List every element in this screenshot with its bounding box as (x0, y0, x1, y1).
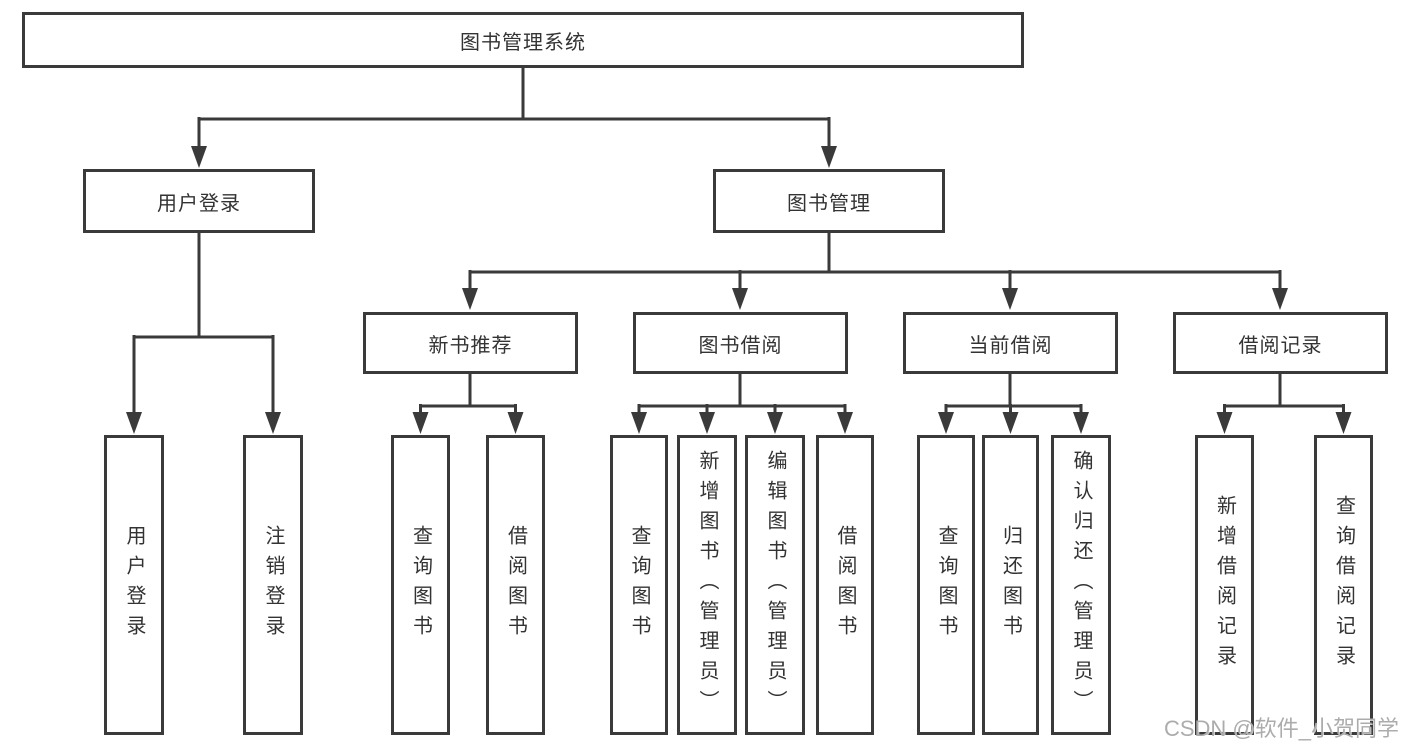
connector-root-to-level2 (197, 68, 831, 149)
connector-borrowing-to-leaves (637, 374, 847, 414)
leaf-current-query-books: 查询图书 (917, 435, 975, 735)
node-borrowing-records: 借阅记录 (1173, 312, 1388, 374)
arrow-down-icon (699, 412, 715, 434)
connector-current-to-leaves (944, 374, 1083, 414)
leaf-current-confirm-return-admin: 确认归还（管理员） (1051, 435, 1111, 735)
leaf-borrowing-borrow-books: 借阅图书 (816, 435, 874, 735)
connector-recommend-to-leaves (419, 374, 517, 414)
leaf-current-query-books-label: 查询图书 (935, 525, 957, 645)
arrow-down-icon (1073, 412, 1089, 434)
leaf-records-query-record-label: 查询借阅记录 (1332, 495, 1355, 675)
node-borrowing-records-label: 借阅记录 (1238, 334, 1323, 357)
leaf-recommend-borrow-books: 借阅图书 (486, 435, 545, 735)
arrow-down-icon (412, 412, 429, 434)
leaf-logout: 注销登录 (243, 435, 303, 735)
node-root-label: 图书管理系统 (460, 31, 586, 54)
node-current-borrowing: 当前借阅 (903, 312, 1118, 374)
leaf-borrowing-add-books-admin-label: 新增图书（管理员） (696, 450, 718, 720)
leaf-user-login-label: 用户登录 (123, 525, 145, 645)
arrow-down-icon (462, 288, 478, 310)
arrow-down-icon (837, 412, 853, 434)
arrow-down-icon (1002, 412, 1019, 434)
arrow-down-icon (1002, 288, 1018, 310)
node-book-management: 图书管理 (713, 169, 945, 233)
connector-records-to-leaves (1223, 374, 1345, 414)
arrow-down-icon (631, 412, 647, 434)
arrow-down-icon (1272, 288, 1288, 310)
leaf-current-return-books: 归还图书 (982, 435, 1039, 735)
leaf-borrowing-query-books: 查询图书 (610, 435, 668, 735)
node-new-book-recommend-label: 新书推荐 (428, 334, 513, 357)
leaf-borrowing-edit-books-admin: 编辑图书（管理员） (745, 435, 805, 735)
leaf-recommend-query-books: 查询图书 (391, 435, 450, 735)
node-user-login: 用户登录 (83, 169, 315, 233)
arrow-down-icon (767, 412, 783, 434)
connector-management-to-level3 (468, 233, 1282, 290)
leaf-borrowing-borrow-books-label: 借阅图书 (834, 525, 856, 645)
node-book-management-label: 图书管理 (787, 192, 871, 215)
arrow-down-icon (1335, 412, 1352, 434)
arrow-down-icon (732, 288, 748, 310)
node-book-borrowing-label: 图书借阅 (698, 334, 783, 357)
node-root: 图书管理系统 (22, 12, 1024, 68)
arrow-down-icon (821, 146, 837, 168)
leaf-recommend-query-books-label: 查询图书 (409, 525, 432, 645)
leaf-borrowing-query-books-label: 查询图书 (628, 525, 650, 645)
node-new-book-recommend: 新书推荐 (363, 312, 578, 374)
leaf-logout-label: 注销登录 (262, 525, 284, 645)
watermark: CSDN @软件_小贺同学 (1163, 716, 1399, 741)
leaf-recommend-borrow-books-label: 借阅图书 (504, 525, 527, 645)
leaf-borrowing-add-books-admin: 新增图书（管理员） (677, 435, 737, 735)
connector-login-to-leaves (132, 233, 275, 414)
leaf-borrowing-edit-books-admin-label: 编辑图书（管理员） (764, 450, 786, 720)
node-user-login-label: 用户登录 (157, 192, 241, 215)
arrow-down-icon (126, 412, 142, 434)
node-current-borrowing-label: 当前借阅 (968, 334, 1053, 357)
leaf-user-login: 用户登录 (104, 435, 164, 735)
arrow-down-icon (191, 146, 207, 168)
leaf-records-add-record-label: 新增借阅记录 (1213, 495, 1236, 675)
arrow-down-icon (938, 412, 954, 434)
arrow-down-icon (1216, 412, 1233, 434)
leaf-current-return-books-label: 归还图书 (999, 525, 1022, 645)
leaf-records-query-record: 查询借阅记录 (1314, 435, 1373, 735)
leaf-current-confirm-return-admin-label: 确认归还（管理员） (1070, 450, 1092, 720)
arrow-down-icon (507, 412, 524, 434)
node-book-borrowing: 图书借阅 (633, 312, 848, 374)
arrow-down-icon (265, 412, 281, 434)
leaf-records-add-record: 新增借阅记录 (1195, 435, 1254, 735)
